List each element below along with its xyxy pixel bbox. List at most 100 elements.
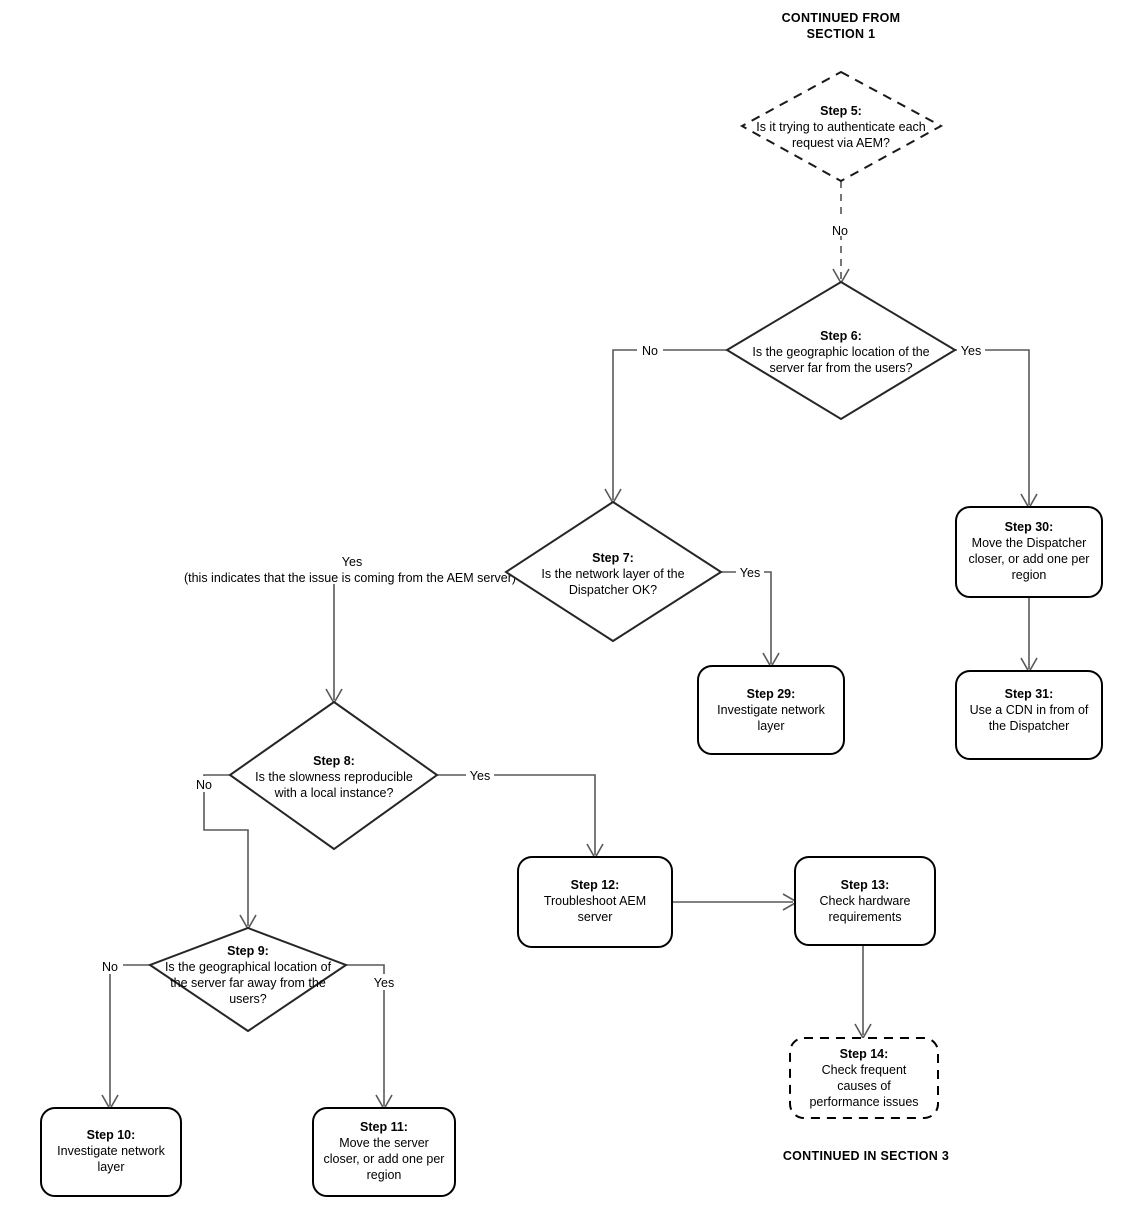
step31-line1: Use a CDN in from of [970,703,1089,717]
node-step6[interactable]: Step 6: Is the geographic location of th… [725,280,957,421]
edge-line [203,774,249,926]
step11-line1: Move the server [339,1136,429,1150]
step6-diamond[interactable] [725,280,957,421]
step13-line1: Check hardware [819,894,910,908]
label-backing [466,767,494,783]
edge-line [333,571,506,700]
node-step30[interactable]: Step 30: Move the Dispatcher closer, or … [955,506,1103,598]
node-step7[interactable]: Step 7: Is the network layer of the Disp… [504,500,723,643]
step9-line3: users? [229,992,267,1006]
step12-title: Step 12: [571,878,620,892]
step10-line1: Investigate network [57,1144,165,1158]
edge-label-yes: Yes [470,769,490,783]
step30-line3: region [1012,568,1047,582]
node-step31[interactable]: Step 31: Use a CDN in from of the Dispat… [955,670,1103,760]
step12-box[interactable] [517,856,673,948]
label-backing [191,776,217,792]
edge-line [437,774,596,855]
edge-step9-to-step10: No [97,958,150,1111]
step13-title: Step 13: [841,878,890,892]
edge-label-yes: Yes [374,976,394,990]
step8-line2: with a local instance? [274,786,394,800]
step12-line2: server [578,910,613,924]
label-backing [637,342,663,358]
step11-line2: closer, or add one per [324,1152,445,1166]
edge-label-no: No [832,224,848,238]
label-backing [370,974,398,990]
node-step13[interactable]: Step 13: Check hardware requirements [794,856,936,946]
step12-line1: Troubleshoot AEM [544,894,646,908]
edge-step13-to-step14 [854,945,872,1040]
edge-step6-to-step30: Yes [955,342,1038,510]
continued-in-banner: CONTINUED IN SECTION 3 [783,1149,949,1163]
step31-line2: the Dispatcher [989,719,1070,733]
step10-title: Step 10: [87,1128,136,1142]
edge-step12-to-step13 [672,893,799,911]
step8-title: Step 8: [313,754,355,768]
step5-title: Step 5: [820,104,862,118]
node-step14[interactable]: Step 14: Check frequent causes of perfor… [789,1037,939,1119]
step10-box[interactable] [40,1107,182,1197]
edge-line [955,349,1030,505]
step9-title: Step 9: [227,944,269,958]
step9-line2: the server far away from the [170,976,326,990]
step5-diamond[interactable] [739,70,944,183]
edge-step7-to-step8: Yes (this indicates that the issue is co… [184,552,516,705]
label-backing [957,342,985,358]
step11-box[interactable] [312,1107,456,1197]
node-step9[interactable]: Step 9: Is the geographical location of … [147,926,349,1033]
step30-title: Step 30: [1005,520,1054,534]
step11-line3: region [367,1168,402,1182]
node-step8[interactable]: Step 8: Is the slowness reproducible wit… [228,700,439,851]
step5-line2: request via AEM? [792,136,890,150]
step13-line2: requirements [829,910,902,924]
label-backing [736,564,764,580]
label-backing [97,958,123,974]
edge-line [346,964,385,1106]
edge-step7-to-step29: Yes [721,564,780,669]
step14-box[interactable] [789,1037,939,1119]
edge-label-yes-note: (this indicates that the issue is coming… [184,571,516,585]
step29-box[interactable] [697,665,845,755]
node-step12[interactable]: Step 12: Troubleshoot AEM server [517,856,673,948]
step30-box[interactable] [955,506,1103,598]
edge-line [612,349,727,500]
step29-title: Step 29: [747,687,796,701]
label-backing [188,552,510,584]
step7-diamond[interactable] [504,500,723,643]
node-step10[interactable]: Step 10: Investigate network layer [40,1107,182,1197]
continued-in-line1: CONTINUED IN SECTION 3 [783,1149,949,1163]
step6-line2: server far from the users? [769,361,912,375]
node-step11[interactable]: Step 11: Move the server closer, or add … [312,1107,456,1197]
step30-line1: Move the Dispatcher [972,536,1087,550]
step9-diamond[interactable] [147,926,349,1033]
edge-step9-to-step11: Yes [346,964,398,1111]
node-step5[interactable]: Step 5: Is it trying to authenticate eac… [739,70,944,183]
continued-from-line2: SECTION 1 [807,27,876,41]
continued-from-banner: CONTINUED FROM SECTION 1 [782,11,901,41]
step14-title: Step 14: [840,1047,889,1061]
step30-line2: closer, or add one per [969,552,1090,566]
edge-label-yes: Yes [961,344,981,358]
edge-label-yes: Yes [740,566,760,580]
step14-line3: performance issues [809,1095,918,1109]
edge-label-no: No [102,960,118,974]
step29-line1: Investigate network [717,703,825,717]
step13-box[interactable] [794,856,936,946]
edge-step30-to-step31 [1020,597,1038,674]
step8-line1: Is the slowness reproducible [255,770,413,784]
step31-title: Step 31: [1005,687,1054,701]
step8-diamond[interactable] [228,700,439,851]
step7-title: Step 7: [592,551,634,565]
step5-line1: Is it trying to authenticate each [756,120,926,134]
edge-label-no: No [642,344,658,358]
step6-line1: Is the geographic location of the [752,345,929,359]
step29-line2: layer [757,719,784,733]
label-backing [827,220,853,236]
continued-from-line1: CONTINUED FROM [782,11,901,25]
edge-label-no: No [196,778,212,792]
step7-line2: Dispatcher OK? [569,583,657,597]
step31-box[interactable] [955,670,1103,760]
node-step29[interactable]: Step 29: Investigate network layer [697,665,845,755]
